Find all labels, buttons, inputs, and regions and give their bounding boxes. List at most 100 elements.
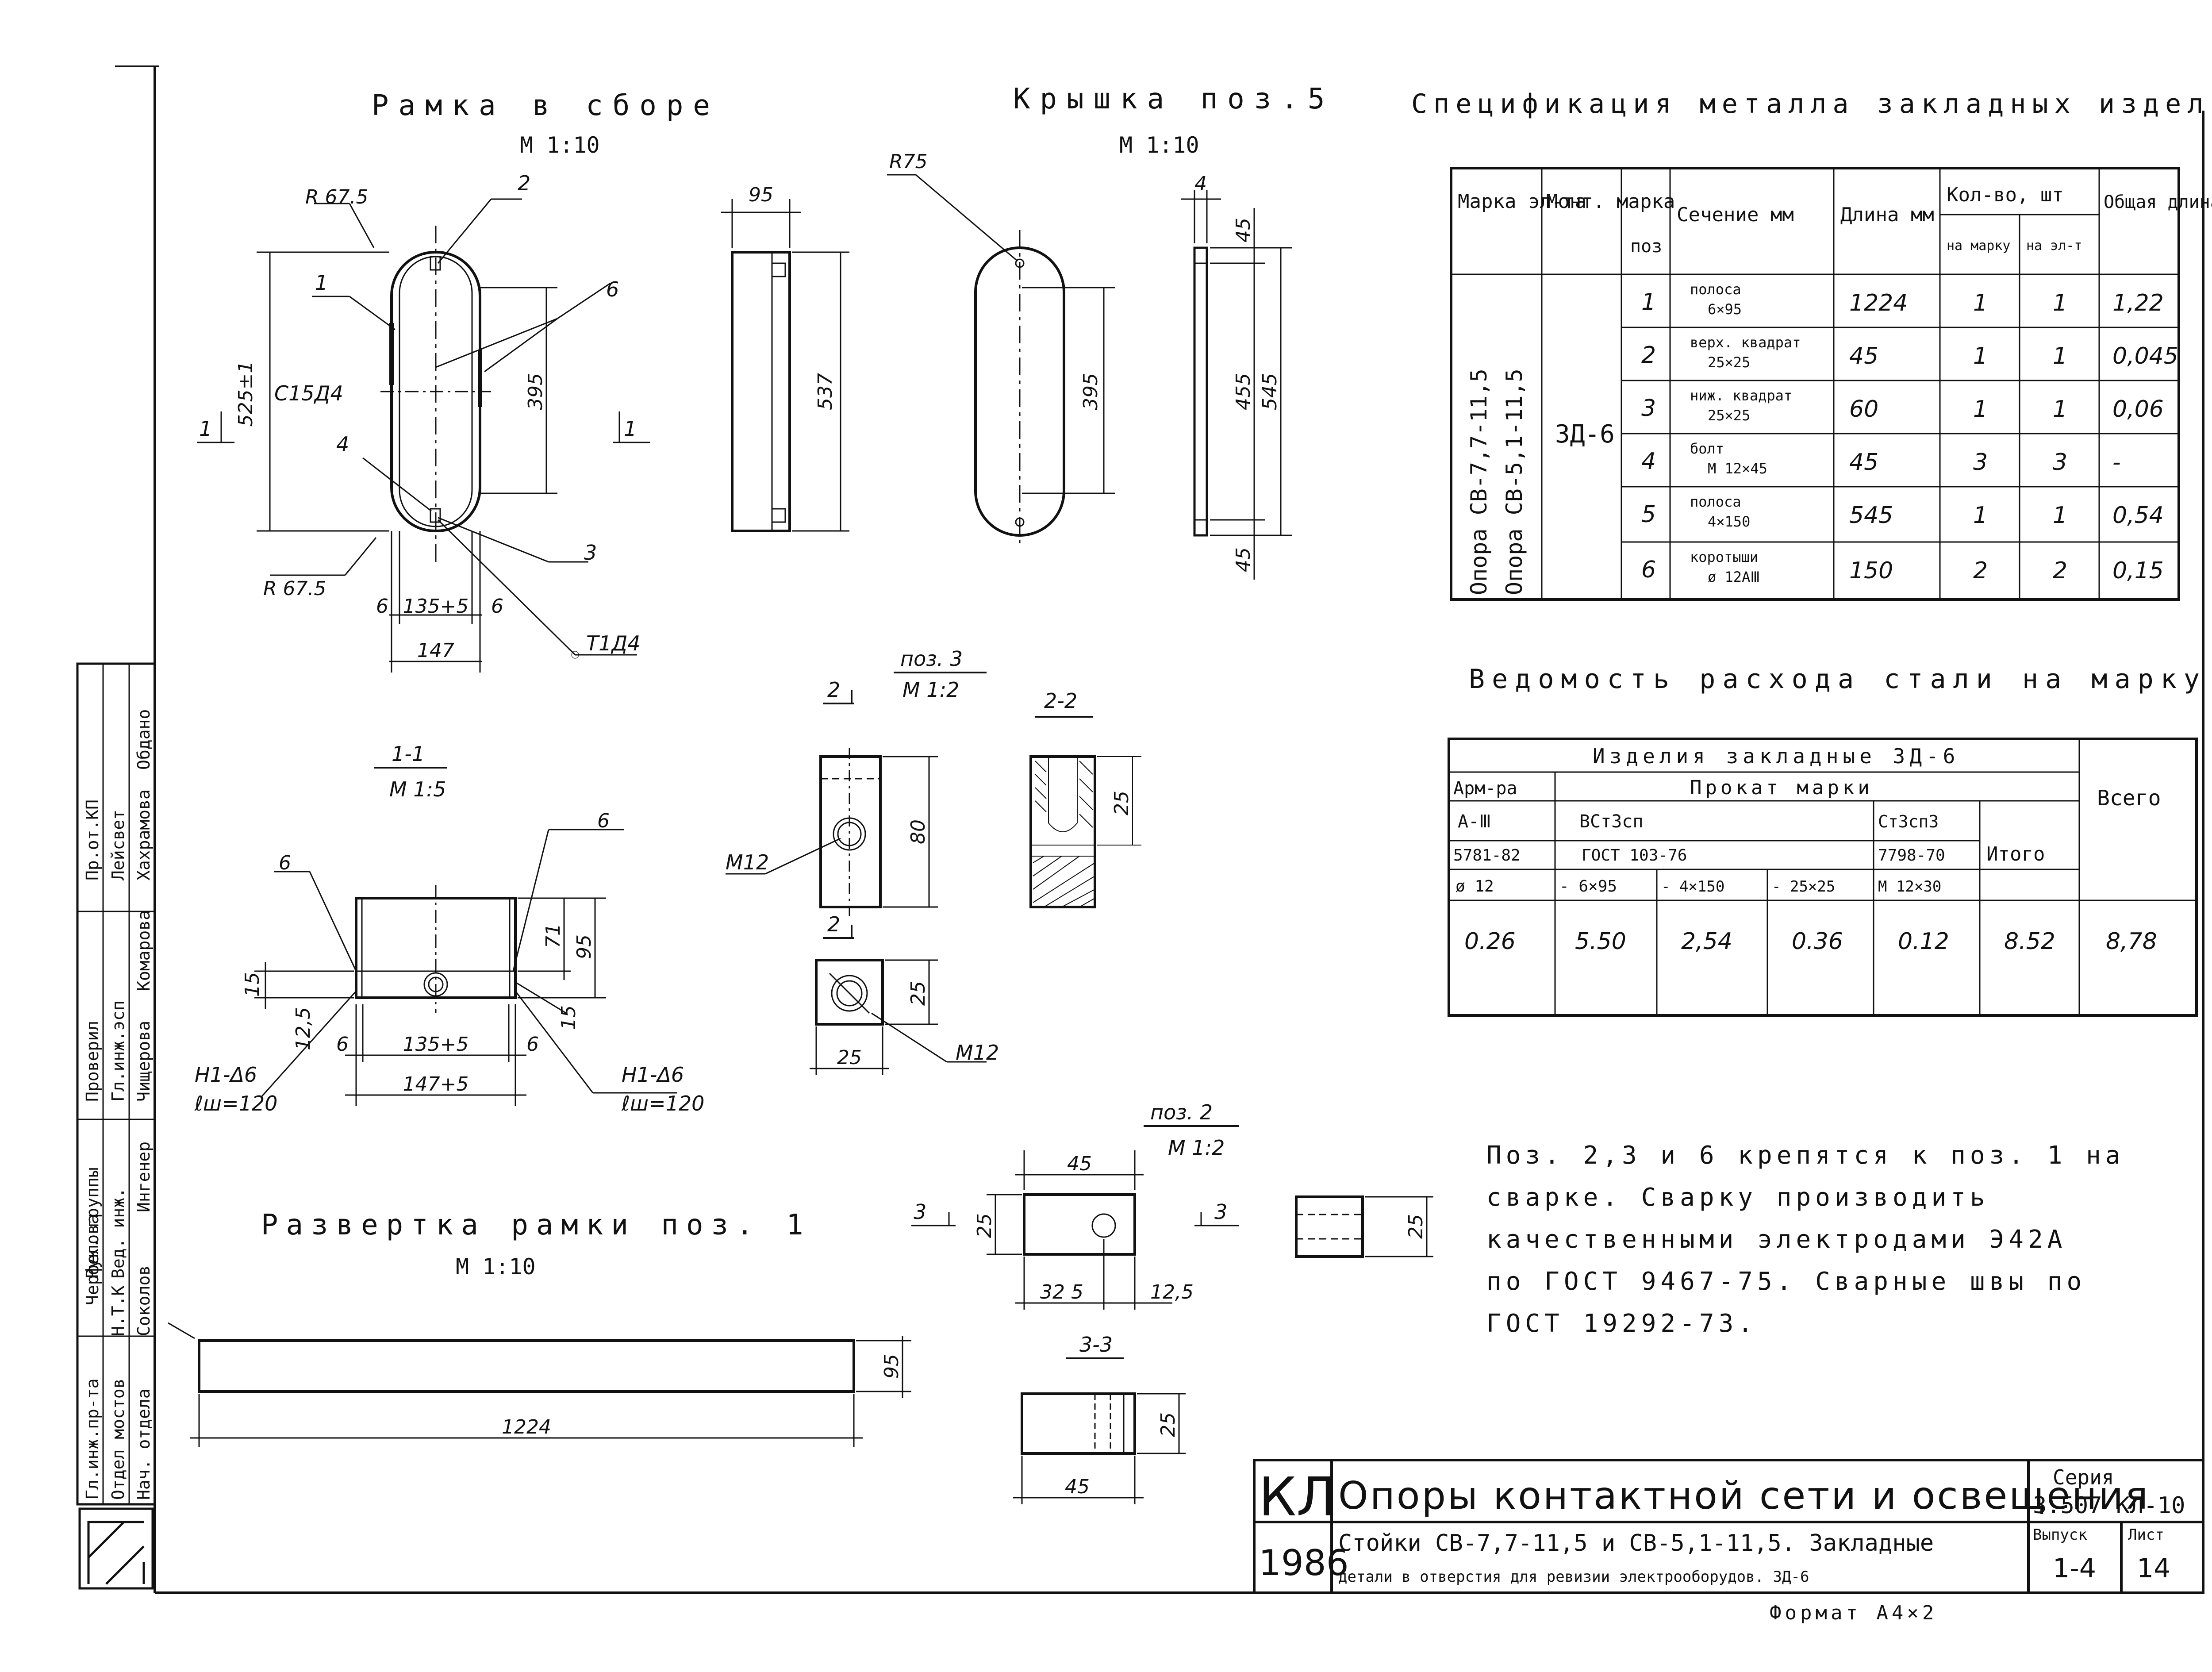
spec-row-section: коротыши: [1690, 549, 1758, 565]
dim-545: 545: [1259, 373, 1281, 410]
unfold-scale: М 1:10: [456, 1254, 536, 1280]
s11-h12-5: 12,5: [292, 1007, 315, 1050]
spec-h-qty-el: на эл-т: [2026, 238, 2082, 254]
stamp-r5b: Гл.инж.эсп: [108, 1000, 128, 1102]
note-line-5: ГОСТ 19292-73.: [1486, 1309, 1757, 1338]
dim-6b: 6: [491, 595, 503, 618]
pos-label-3: 3: [584, 541, 597, 565]
s11-w147: 147+5: [403, 1073, 469, 1095]
stamp-r2b: Н.Т.К: [108, 1285, 128, 1336]
steel-value: 0.36: [1792, 928, 1843, 955]
s11-weld-l: Н1-Δ6: [195, 1063, 257, 1087]
spec-row-size: 25×25: [1708, 354, 1750, 371]
dim-45-bottom: 45: [1232, 547, 1255, 572]
stamp-r3c: Чищерова: [134, 1021, 154, 1102]
stamp-r2a: Отдел мостов: [108, 1378, 128, 1500]
pos3-title: поз. 3: [900, 647, 963, 671]
side-stamp: Гл.инж.пр-та Рук. группы Проверил Пр.от.…: [76, 662, 156, 1590]
dim-147: 147: [417, 639, 454, 662]
dim-r67-bottom: R 67.5: [263, 577, 326, 600]
pos2-w45: 45: [1067, 1153, 1092, 1175]
spec-h-mont: Монт. марка: [1546, 190, 1675, 213]
s11-w135: 135+5: [403, 1033, 469, 1056]
spec-row-len: 150: [1849, 557, 1893, 584]
spec-row-pos: 6: [1641, 557, 1656, 583]
pos3-view: поз. 3 М 1:2 2 80 М12 2: [726, 647, 1141, 1075]
dim-537: 537: [814, 373, 837, 410]
tb-vyp-label: Выпуск: [2033, 1526, 2087, 1544]
steel-head: Изделия закладные ЗД-6: [1593, 744, 1959, 768]
spec-row-qty-el: 1: [2053, 290, 2067, 316]
spec-row-total: 1,22: [2112, 290, 2164, 316]
s11-h71: 71: [542, 923, 565, 948]
pos2-title: поз. 2: [1150, 1100, 1213, 1124]
pos2-view: поз. 2 М 1:2 45 25 32 5 12,5 3 3: [911, 1100, 1433, 1504]
cut-mark-right: 1: [624, 417, 637, 441]
dim-4: 4: [1194, 173, 1207, 195]
spec-row-section: ниж. квадрат: [1690, 387, 1792, 404]
section-3-3-title: 3-3: [1079, 1333, 1113, 1357]
tb-sub1: Стойки СВ-7,7-11,5 и СВ-5,1-11,5. Заклад…: [1338, 1530, 1934, 1557]
cover-title: Крышка поз.5: [1013, 83, 1334, 115]
spec-row-total: 0,045: [2112, 343, 2178, 369]
cover-view: Крышка поз.5 М 1:10 95 537: [721, 83, 1334, 580]
spec-row-total: 0,06: [2112, 396, 2164, 423]
spec-row-pos: 3: [1641, 395, 1656, 422]
pos2-cut-left: 3: [914, 1200, 926, 1224]
frame-assembly-view: Рамка в сборе М 1:10: [197, 89, 710, 673]
stamp-r5c: Хахрамова: [134, 789, 154, 880]
steel-total-h: Всего: [2097, 786, 2161, 811]
spec-row-len: 45: [1849, 343, 1878, 369]
spec-row-len: 45: [1849, 449, 1878, 476]
frame-assembly-scale: М 1:10: [520, 132, 600, 158]
pos-label-4: 4: [336, 432, 349, 456]
spec-h-sec: Сечение мм: [1677, 204, 1794, 226]
spec-row-qty-el: 1: [2053, 502, 2067, 529]
steel-c4: - 25×25: [1772, 878, 1835, 896]
pos-label-6: 6: [606, 277, 619, 301]
section-1-1: 1-1 М 1:5: [194, 742, 704, 1115]
steel-c2: - 6×95: [1559, 877, 1617, 896]
spec-row-len: 60: [1849, 396, 1878, 423]
label-t1d4: Т1Д4: [586, 631, 641, 655]
steel-gost1: 5781-82: [1453, 846, 1521, 865]
cover-scale: М 1:10: [1119, 132, 1199, 158]
tb-title: Опоры контактной сети и освещения: [1338, 1474, 2150, 1518]
steel-value: 5.50: [1575, 928, 1626, 955]
stamp-r5a: Проверил: [83, 1021, 102, 1102]
steel-gost3: 7798-70: [1878, 846, 1945, 865]
dim-45-top: 45: [1232, 218, 1255, 242]
steel-c1: ø 12: [1455, 877, 1494, 896]
dim-395-cover: 395: [1079, 373, 1102, 410]
notes: Поз. 2,3 и 6 крепятся к поз. 1 на сварке…: [1486, 1141, 2120, 1338]
stamp-r6c: Обдано: [134, 709, 154, 770]
pos2-cut-right: 3: [1214, 1200, 1227, 1224]
dim-135: 135+5: [403, 595, 469, 618]
stamp-r4a: Рук. группы: [83, 1167, 102, 1279]
dim-525: 525±1: [234, 361, 257, 427]
steel-itogo: Итого: [1986, 843, 2045, 865]
spec-h-pos: поз: [1630, 236, 1662, 257]
stamp-r6a: Пр.от.КП: [83, 799, 102, 880]
pos2-h25: 25: [973, 1213, 996, 1238]
steel-c3: - 4×150: [1661, 878, 1724, 896]
spec-h-qty: Кол-во, шт: [1947, 184, 2064, 206]
tb-list: 14: [2137, 1553, 2170, 1584]
pos-label-2: 2: [518, 171, 530, 195]
spec-row-qty-mark: 3: [1973, 449, 1988, 476]
steel-a3: А-Ⅲ: [1458, 811, 1491, 832]
tb-seria-label: Серия: [2053, 1465, 2114, 1489]
pos3-cut-bottom: 2: [827, 912, 840, 936]
s11-h15b: 15: [557, 1005, 580, 1030]
stamp-n1: Черфелова: [83, 1214, 102, 1305]
unfold-h95: 95: [880, 1354, 903, 1379]
s11-weld-r2: ℓш=120: [621, 1092, 704, 1115]
pos3-m12a: М12: [726, 850, 769, 874]
steel-value: 2,54: [1681, 928, 1732, 955]
note-line-4: по ГОСТ 9467-75. Сварные швы по: [1486, 1267, 2086, 1296]
pos3-h80: 80: [907, 819, 929, 844]
s11-p6b: 6: [597, 810, 610, 832]
spec-row-section: болт: [1690, 440, 1724, 457]
pos3-h25: 25: [907, 981, 929, 1006]
s11-h95: 95: [573, 934, 595, 959]
